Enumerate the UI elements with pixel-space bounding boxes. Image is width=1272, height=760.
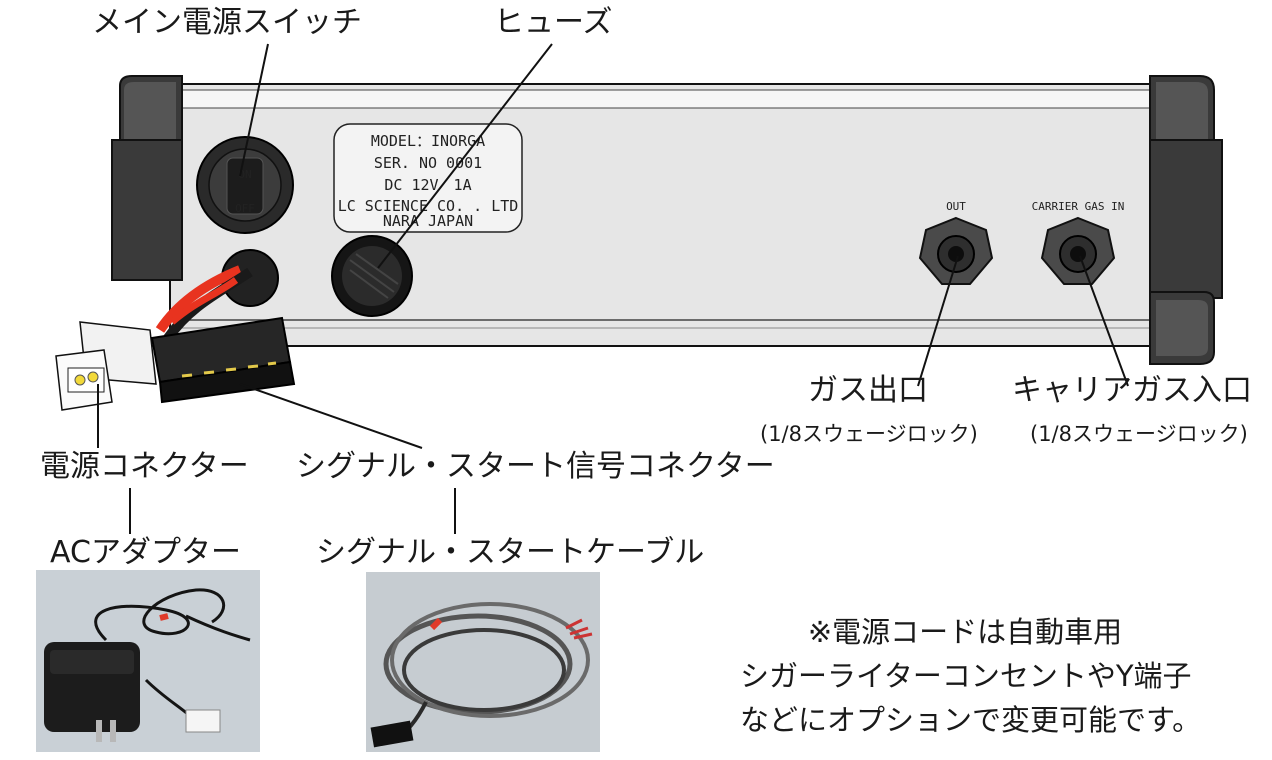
fuse-label: ヒューズ [494,5,613,40]
left-handle-bracket [111,75,183,281]
gas-outlet-label: ガス出口 [808,373,928,408]
right-handle-bracket [1149,75,1223,365]
switch-off-label: OFF [235,202,255,215]
note-line-1: ※電源コードは自動車用 [807,615,1123,649]
ac-adapter-photo [36,570,260,752]
carrier-gas-inlet-label: キャリアガス入口 [1012,373,1252,408]
port-out-label: OUT [946,200,966,213]
gas-outlet-sub-label: (1/8スウェージロック) [760,422,978,446]
option-note: ※電源コードは自動車用 シガーライターコンセントやY端子 などにオプションで変更… [740,610,1202,742]
plate-line-model: MODEL：INORGA [371,132,485,150]
main-power-switch: ON OFF [196,136,294,234]
fuse-holder [331,235,413,317]
signal-start-connector [150,316,296,404]
signal-connector-label: シグナル・スタート信号コネクター [296,449,775,484]
signal-cable-label: シグナル・スタートケーブル [316,535,705,570]
note-line-3: などにオプションで変更可能です。 [740,703,1202,737]
leader-lines [97,43,1129,534]
power-cable-grommet [155,249,279,341]
plate-line-serial: SER. NO 0001 [374,154,482,172]
gas-outlet-port: OUT [918,200,994,285]
plate-line-maker: LC SCIENCE CO. . LTD [338,197,519,215]
carrier-gas-inlet-sub-label: (1/8スウェージロック) [1030,422,1248,446]
note-line-2: シガーライターコンセントやY端子 [740,659,1192,693]
rear-panel [169,83,1171,347]
carrier-gas-inlet-port: CARRIER GAS IN [1032,200,1125,285]
power-connector [55,321,157,411]
power-connector-label: 電源コネクター [40,449,249,484]
plate-line-origin: NARA JAPAN [383,212,473,230]
plate-line-rating: DC 12V 1A [384,176,471,194]
main-switch-label: メイン電源スイッチ [92,5,362,40]
model-nameplate: MODEL：INORGA SER. NO 0001 DC 12V 1A LC S… [333,123,523,233]
ac-adapter-label: ACアダプター [50,535,241,570]
port-in-label: CARRIER GAS IN [1032,200,1125,213]
signal-cable-photo [366,572,600,752]
